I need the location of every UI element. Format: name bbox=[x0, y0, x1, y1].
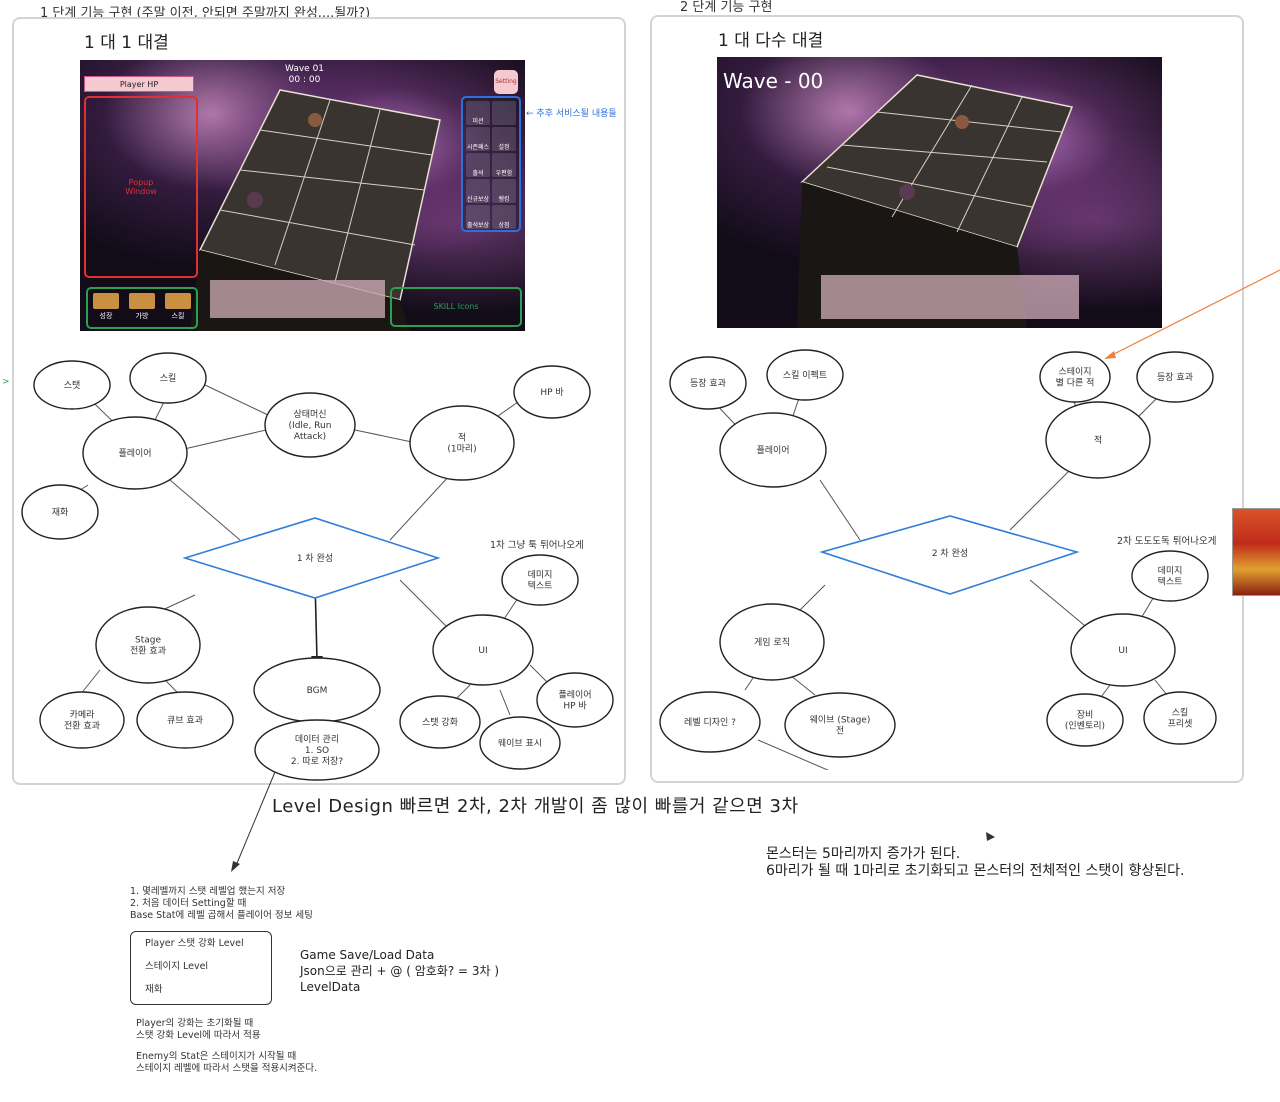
left-ui-note: 1차 그냥 툭 튀어나오게 bbox=[490, 540, 584, 552]
enemy-note-line: 스테이지 레벨에 따라서 스탯을 적용시켜준다. bbox=[136, 1063, 317, 1075]
node-label-game-logic: 게임 로직 bbox=[754, 636, 790, 648]
node-label-cube: 큐브 효과 bbox=[167, 715, 203, 726]
setting-button[interactable]: Setting bbox=[494, 70, 518, 94]
left-arrow-icon: ← bbox=[526, 109, 534, 119]
node-label-stat: 스탯 bbox=[64, 380, 81, 391]
skill-icons-box: SKILL Icons bbox=[390, 287, 522, 327]
node-label-currency: 재화 bbox=[52, 507, 69, 518]
box-item: 재화 bbox=[145, 984, 162, 996]
menu-item[interactable]: 미션 bbox=[466, 101, 490, 125]
right-section-label: 2 단계 기능 구현 bbox=[680, 0, 772, 15]
menu-item[interactable]: 출석보상 bbox=[466, 205, 490, 229]
json-line: Game Save/Load Data bbox=[300, 947, 499, 963]
wave-label: Wave 01 00 : 00 bbox=[285, 64, 324, 86]
monster-note: 몬스터는 5마리까지 증가가 된다. 6마리가 될 때 1마리로 초기화되고 몬… bbox=[766, 846, 1185, 880]
menu-item[interactable]: 시즌패스 bbox=[466, 127, 490, 151]
right-wave-label: Wave - 00 bbox=[723, 69, 823, 93]
bottom-icon-button[interactable]: 스킬 bbox=[165, 293, 191, 321]
box-item: 스테이지 Level bbox=[145, 961, 208, 973]
node-label-center: 2 차 완성 bbox=[932, 547, 968, 559]
node-label-player: 플레이어 bbox=[118, 448, 151, 459]
json-line: LevelData bbox=[300, 979, 499, 995]
save-data-box: Player 스탯 강화 Level 스테이지 Level 재화 bbox=[130, 931, 272, 1005]
save-list-item: Base Stat에 레벨 곱해서 플레이어 정보 세팅 bbox=[130, 910, 313, 922]
bottom-icon-button[interactable]: 성장 bbox=[93, 293, 119, 321]
menu-item[interactable]: 출석 bbox=[466, 153, 490, 177]
menu-item[interactable]: 랭킹 bbox=[492, 179, 516, 203]
save-list-item: 1. 몇레벨까지 스탯 레벨업 했는지 저장 bbox=[130, 886, 313, 898]
node-label-skill: 스킬 bbox=[160, 373, 177, 384]
menu-panel: 미션시즌패스설정출석우편함신규보상랭킹출석보상상점 bbox=[461, 96, 521, 232]
node-label-center: 1 차 완성 bbox=[297, 552, 333, 564]
bottom-icons-box: 성장 가방 스킬 bbox=[86, 287, 198, 329]
bottom-icon-button[interactable]: 가방 bbox=[129, 293, 155, 321]
bottom-banner bbox=[210, 280, 385, 318]
node-label-enemy: 적 bbox=[1094, 434, 1102, 446]
player-note-line: Player의 강화는 초기화될 때 bbox=[136, 1018, 261, 1030]
node-label-bgm: BGM bbox=[307, 686, 328, 696]
node-label-hp-bar: HP 바 bbox=[540, 387, 564, 398]
node-label-level-design: 레벨 디자인 ? bbox=[684, 717, 736, 728]
box-item: Player 스탯 강화 Level bbox=[145, 938, 244, 950]
right-title: 1 대 다수 대결 bbox=[718, 26, 823, 51]
node-label-skill-effect: 스킬 이펙트 bbox=[783, 370, 827, 381]
menu-item[interactable]: 우편함 bbox=[492, 153, 516, 177]
monster-arrow bbox=[985, 832, 995, 842]
player-hp-label: Player HP bbox=[120, 80, 158, 89]
left-game-screenshot: Player HP Wave 01 00 : 00 Setting Popup … bbox=[80, 60, 525, 331]
right-bottom-banner bbox=[821, 275, 1079, 319]
left-edge-arrow-icon: > bbox=[2, 377, 10, 387]
player-note-line: 스탯 강화 Level에 따라서 적용 bbox=[136, 1030, 261, 1042]
menu-item[interactable]: 설정 bbox=[492, 127, 516, 151]
left-title: 1 대 1 대결 bbox=[84, 28, 169, 53]
json-note: Game Save/Load Data Json으로 관리 + @ ( 암호화?… bbox=[300, 947, 499, 995]
node-label-wave-display: 웨이브 표시 bbox=[498, 737, 542, 749]
service-annotation-text: 추후 서비스될 내용들 bbox=[536, 109, 616, 119]
save-list: 1. 몇레벨까지 스탯 레벨업 했는지 저장 2. 처음 데이터 Setting… bbox=[130, 886, 313, 922]
wave-line-1: Wave 01 bbox=[285, 64, 324, 75]
save-list-item: 2. 처음 데이터 Setting할 때 bbox=[130, 898, 313, 910]
level-design-note: Level Design 빠르면 2차, 2차 개발이 좀 많이 빠를거 같으면… bbox=[272, 792, 799, 818]
node-label-stat-up: 스탯 강화 bbox=[422, 717, 458, 728]
json-line: Json으로 관리 + @ ( 암호화? = 3차 ) bbox=[300, 963, 499, 979]
popup-window: Popup Window bbox=[84, 96, 198, 278]
node-label-ui: UI bbox=[478, 646, 487, 656]
node-label-ui: UI bbox=[1118, 646, 1127, 656]
menu-item[interactable]: 상점 bbox=[492, 205, 516, 229]
right-ui-note: 2차 도도도독 튀어나오게 bbox=[1117, 536, 1216, 548]
player-hp-bar: Player HP bbox=[84, 76, 194, 92]
bottom-icons-row: 성장 가방 스킬 bbox=[88, 293, 196, 321]
node-label-appear1: 등장 효과 bbox=[690, 378, 726, 389]
node-label-player: 플레이어 bbox=[756, 445, 789, 456]
enemy-note-line: Enemy의 Stat은 스테이지가 시작될 때 bbox=[136, 1051, 317, 1063]
service-annotation: ← 추후 서비스될 내용들 bbox=[526, 106, 617, 119]
menu-item[interactable] bbox=[492, 101, 516, 125]
popup-window-label: Popup Window bbox=[86, 178, 196, 196]
node-label-appear2: 등장 효과 bbox=[1157, 372, 1193, 383]
enemy-note: Enemy의 Stat은 스테이지가 시작될 때 스테이지 레벨에 따라서 스탯… bbox=[136, 1051, 317, 1075]
skill-icons-label: SKILL Icons bbox=[433, 302, 478, 311]
monster-line-1: 몬스터는 5마리까지 증가가 된다. bbox=[766, 846, 1185, 863]
level-design-arrow bbox=[225, 768, 285, 878]
wave-line-2: 00 : 00 bbox=[285, 75, 324, 86]
player-note: Player의 강화는 초기화될 때 스탯 강화 Level에 따라서 적용 bbox=[136, 1018, 261, 1042]
menu-item[interactable]: 신규보상 bbox=[466, 179, 490, 203]
monster-line-2: 6마리가 될 때 1마리로 초기화되고 몬스터의 전체적인 스탯이 향상된다. bbox=[766, 863, 1185, 880]
